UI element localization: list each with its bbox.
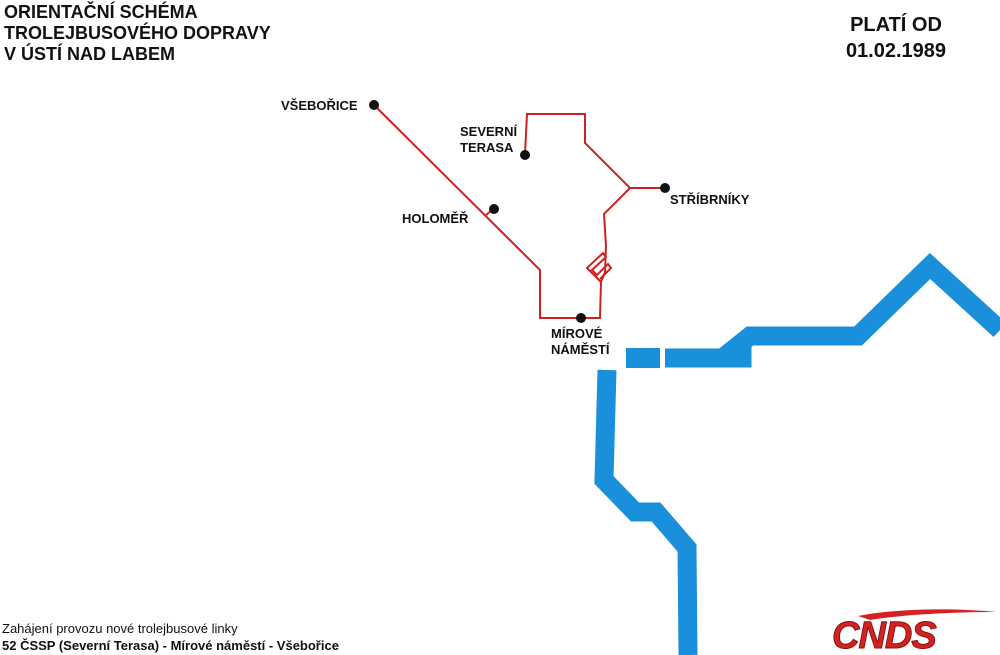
stop-label-mirove-namesti: MÍROVÉ NÁMĚSTÍ [551,326,610,358]
stop-label-vseborice: VŠEBOŘICE [281,98,358,113]
trolleybus-route [372,103,665,319]
river [594,252,1000,655]
river-bridge-piece [626,348,660,368]
validity-date: 01.02.1989 [845,40,947,62]
stop-stribrniky [660,183,670,193]
footnote-line-2: 52 ČSSP (Severní Terasa) - Mírové náměst… [2,638,339,653]
river-lower-segment [594,369,698,655]
map-title: ORIENTAČNÍ SCHÉMA TROLEJBUSOVÉHO DOPRAVY… [4,2,271,65]
validity-label: PLATÍ OD [850,14,942,36]
footnote: Zahájení provozu nové trolejbusové linky… [2,620,339,654]
stop-label-severni-terasa-2: TERASA [460,140,514,155]
stop-label-mirove-namesti-1: MÍROVÉ [551,326,603,341]
title-line-1: ORIENTAČNÍ SCHÉMA [4,2,198,22]
stop-label-stribrniky: STŘÍBRNÍKY [670,192,750,207]
stop-label-severni-terasa-1: SEVERNÍ [460,124,518,139]
route-turning-loop [585,251,613,283]
title-line-3: V ÚSTÍ NAD LABEM [4,44,175,64]
stop-label-mirove-namesti-2: NÁMĚSTÍ [551,342,610,357]
stop-holomer [489,204,499,214]
route-mirove-severni-terasa [524,113,632,283]
stop-severni-terasa [520,150,530,160]
cnds-logo: CNDS [832,609,996,652]
footnote-line-1: Zahájení provozu nové trolejbusové linky [2,621,238,636]
route-vseborice-mirove [372,103,602,319]
logo-text: CNDS [832,615,936,652]
stop-vseborice [369,100,379,110]
river-upper-segment [665,252,1000,368]
stop-label-holomer: HOLOMĚŘ [402,211,469,226]
stops [369,100,670,323]
validity-block: PLATÍ OD 01.02.1989 [826,12,966,64]
title-line-2: TROLEJBUSOVÉHO DOPRAVY [4,23,271,43]
stop-label-severni-terasa: SEVERNÍ TERASA [460,124,517,156]
stop-mirove-namesti [576,313,586,323]
logo-swoosh [858,609,996,620]
